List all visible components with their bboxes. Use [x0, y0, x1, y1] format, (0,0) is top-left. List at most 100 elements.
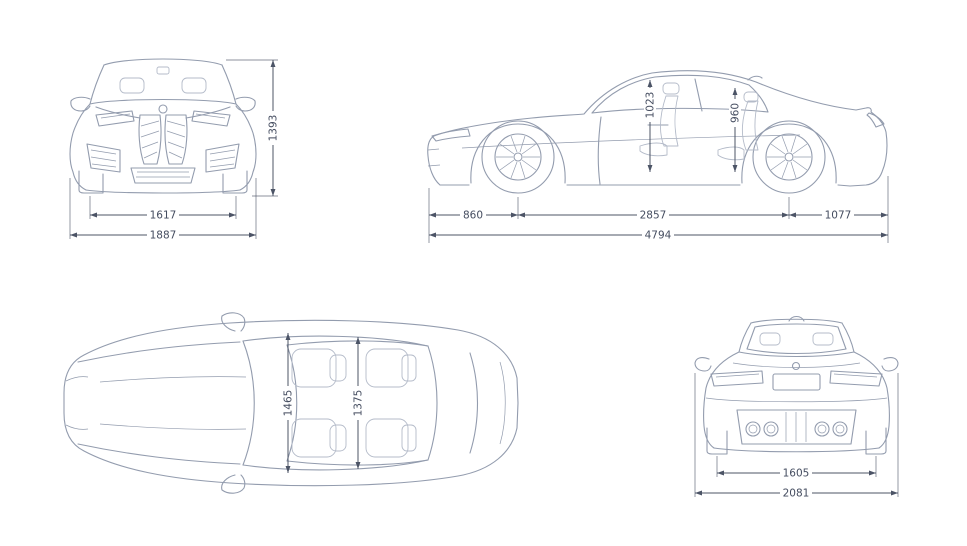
- label-mask: [637, 209, 669, 221]
- side-view-interior-dimensions: 1023 960: [644, 80, 742, 172]
- front-seat-headrest: [662, 82, 680, 95]
- front-view-dimensions: 1617 1887 1393: [69, 59, 280, 242]
- rear-headrest-ghost: [812, 332, 834, 346]
- extension-lines: [69, 178, 257, 239]
- dim-label-wheelbase: 2857: [640, 210, 667, 222]
- label-mask: [267, 111, 279, 145]
- rear-c-pillars: [738, 322, 855, 353]
- door-seam-and-handle: [597, 116, 669, 185]
- dim-label-overall-length: 4794: [645, 230, 672, 242]
- front-headlights: [95, 110, 231, 127]
- cowl-windshield-base: [242, 340, 255, 466]
- hood-shutlines: [77, 341, 241, 465]
- rear-bumper-bottom: [713, 447, 880, 453]
- front-seat: [291, 348, 337, 388]
- dim-label-rear-track-width: 1605: [783, 468, 810, 480]
- hood-power-dome: [99, 376, 247, 430]
- front-side-intakes: [86, 143, 240, 173]
- trunk-roundel-badge: [791, 361, 801, 371]
- front-wheel-spokes: [496, 135, 540, 179]
- label-mask: [147, 229, 179, 241]
- rear-seat-ghost: [717, 100, 759, 161]
- side-glasshouse: [591, 74, 769, 114]
- rear-fin-antenna: [788, 315, 805, 322]
- front-bumper-bottom: [85, 189, 241, 194]
- rear-wheel-spokes: [767, 135, 811, 179]
- rear-window-edges: [427, 345, 478, 461]
- taillight-detail: [715, 373, 878, 378]
- top-view-seats: [291, 348, 417, 458]
- kidney-grilles: [138, 114, 188, 165]
- front-center-intake: [130, 167, 196, 184]
- dim-label-overall-height: 1393: [268, 115, 280, 142]
- front-tire: [481, 120, 555, 194]
- beltlines: [242, 335, 429, 471]
- rear-seat: [365, 348, 409, 388]
- rear-view-dimensions: 1605 2081: [694, 373, 899, 500]
- side-taillight: [866, 112, 885, 128]
- label-mask: [460, 209, 486, 221]
- roof-front-edge: [286, 344, 298, 462]
- side-body-outline: [427, 70, 888, 187]
- front-side-mirrors: [70, 96, 256, 112]
- label-mask: [147, 209, 179, 221]
- rear-mirrors: [694, 357, 899, 372]
- front-a-pillars: [89, 64, 237, 105]
- rear-seat-headrest: [401, 354, 417, 382]
- top-view-drawing: [63, 312, 519, 494]
- hood-roundel-badge: [158, 104, 168, 114]
- label-mask: [780, 467, 812, 479]
- front-roof-line: [103, 58, 223, 66]
- front-bumper-detail: [427, 148, 441, 167]
- rear-tires: [706, 427, 887, 455]
- front-body-sides: [69, 103, 257, 191]
- exhaust-tip: [763, 421, 779, 437]
- kidney-grille-hatch: [140, 120, 186, 159]
- front-side-intake-hatch: [90, 149, 236, 168]
- rear-seat-headrest: [401, 424, 417, 452]
- label-mask: [282, 386, 294, 420]
- roof-fin-antenna: [747, 75, 763, 81]
- exhaust-tip: [745, 421, 761, 437]
- label-mask: [644, 88, 656, 122]
- rear-view-drawing: [694, 315, 899, 455]
- front-center-intake-hatch: [136, 171, 190, 178]
- front-seat: [291, 418, 337, 458]
- exhaust-tip-inner: [748, 424, 758, 434]
- top-view-dimensions: 1465 1375: [282, 333, 365, 473]
- decklid-edge: [738, 351, 855, 358]
- extension-lines: [226, 59, 278, 197]
- front-hub: [513, 152, 523, 162]
- dim-label-front-headroom: 1023: [645, 92, 657, 119]
- dim-label-front-track-width: 1617: [150, 210, 177, 222]
- trunk-spoiler-line: [499, 361, 506, 445]
- front-windshield-base: [89, 98, 237, 105]
- wheel-arches: [470, 123, 837, 184]
- front-rim: [494, 133, 542, 181]
- front-seat-headrest: [329, 354, 347, 382]
- side-view-drawing: [427, 70, 888, 194]
- front-tires: [78, 170, 248, 194]
- label-mask: [780, 487, 812, 499]
- dim-label-overall-width: 1887: [150, 230, 177, 242]
- dim-label-rear-overhang: 1077: [825, 210, 852, 222]
- rear-tire: [752, 120, 826, 194]
- exhaust-tip-inner: [835, 424, 845, 434]
- license-plate-recess: [772, 373, 821, 391]
- label-mask: [729, 99, 741, 127]
- rear-window: [746, 323, 847, 355]
- side-headlight: [431, 128, 471, 142]
- front-left-headrest: [119, 77, 145, 94]
- bumper-crease: [705, 397, 888, 403]
- dim-label-overall-width-mirrors: 2081: [783, 488, 810, 500]
- dim-label-rear-headroom: 960: [730, 103, 742, 123]
- exhaust-tip: [814, 421, 830, 437]
- exhaust-tip: [832, 421, 848, 437]
- extension-lines: [694, 373, 899, 497]
- side-view-dimensions: 860 2857 1077 4794: [428, 176, 889, 243]
- rear-headrest-ghost: [759, 332, 781, 346]
- rear-roof-line: [750, 318, 843, 324]
- rear-rim: [765, 133, 813, 181]
- roof-side-edges: [286, 340, 429, 466]
